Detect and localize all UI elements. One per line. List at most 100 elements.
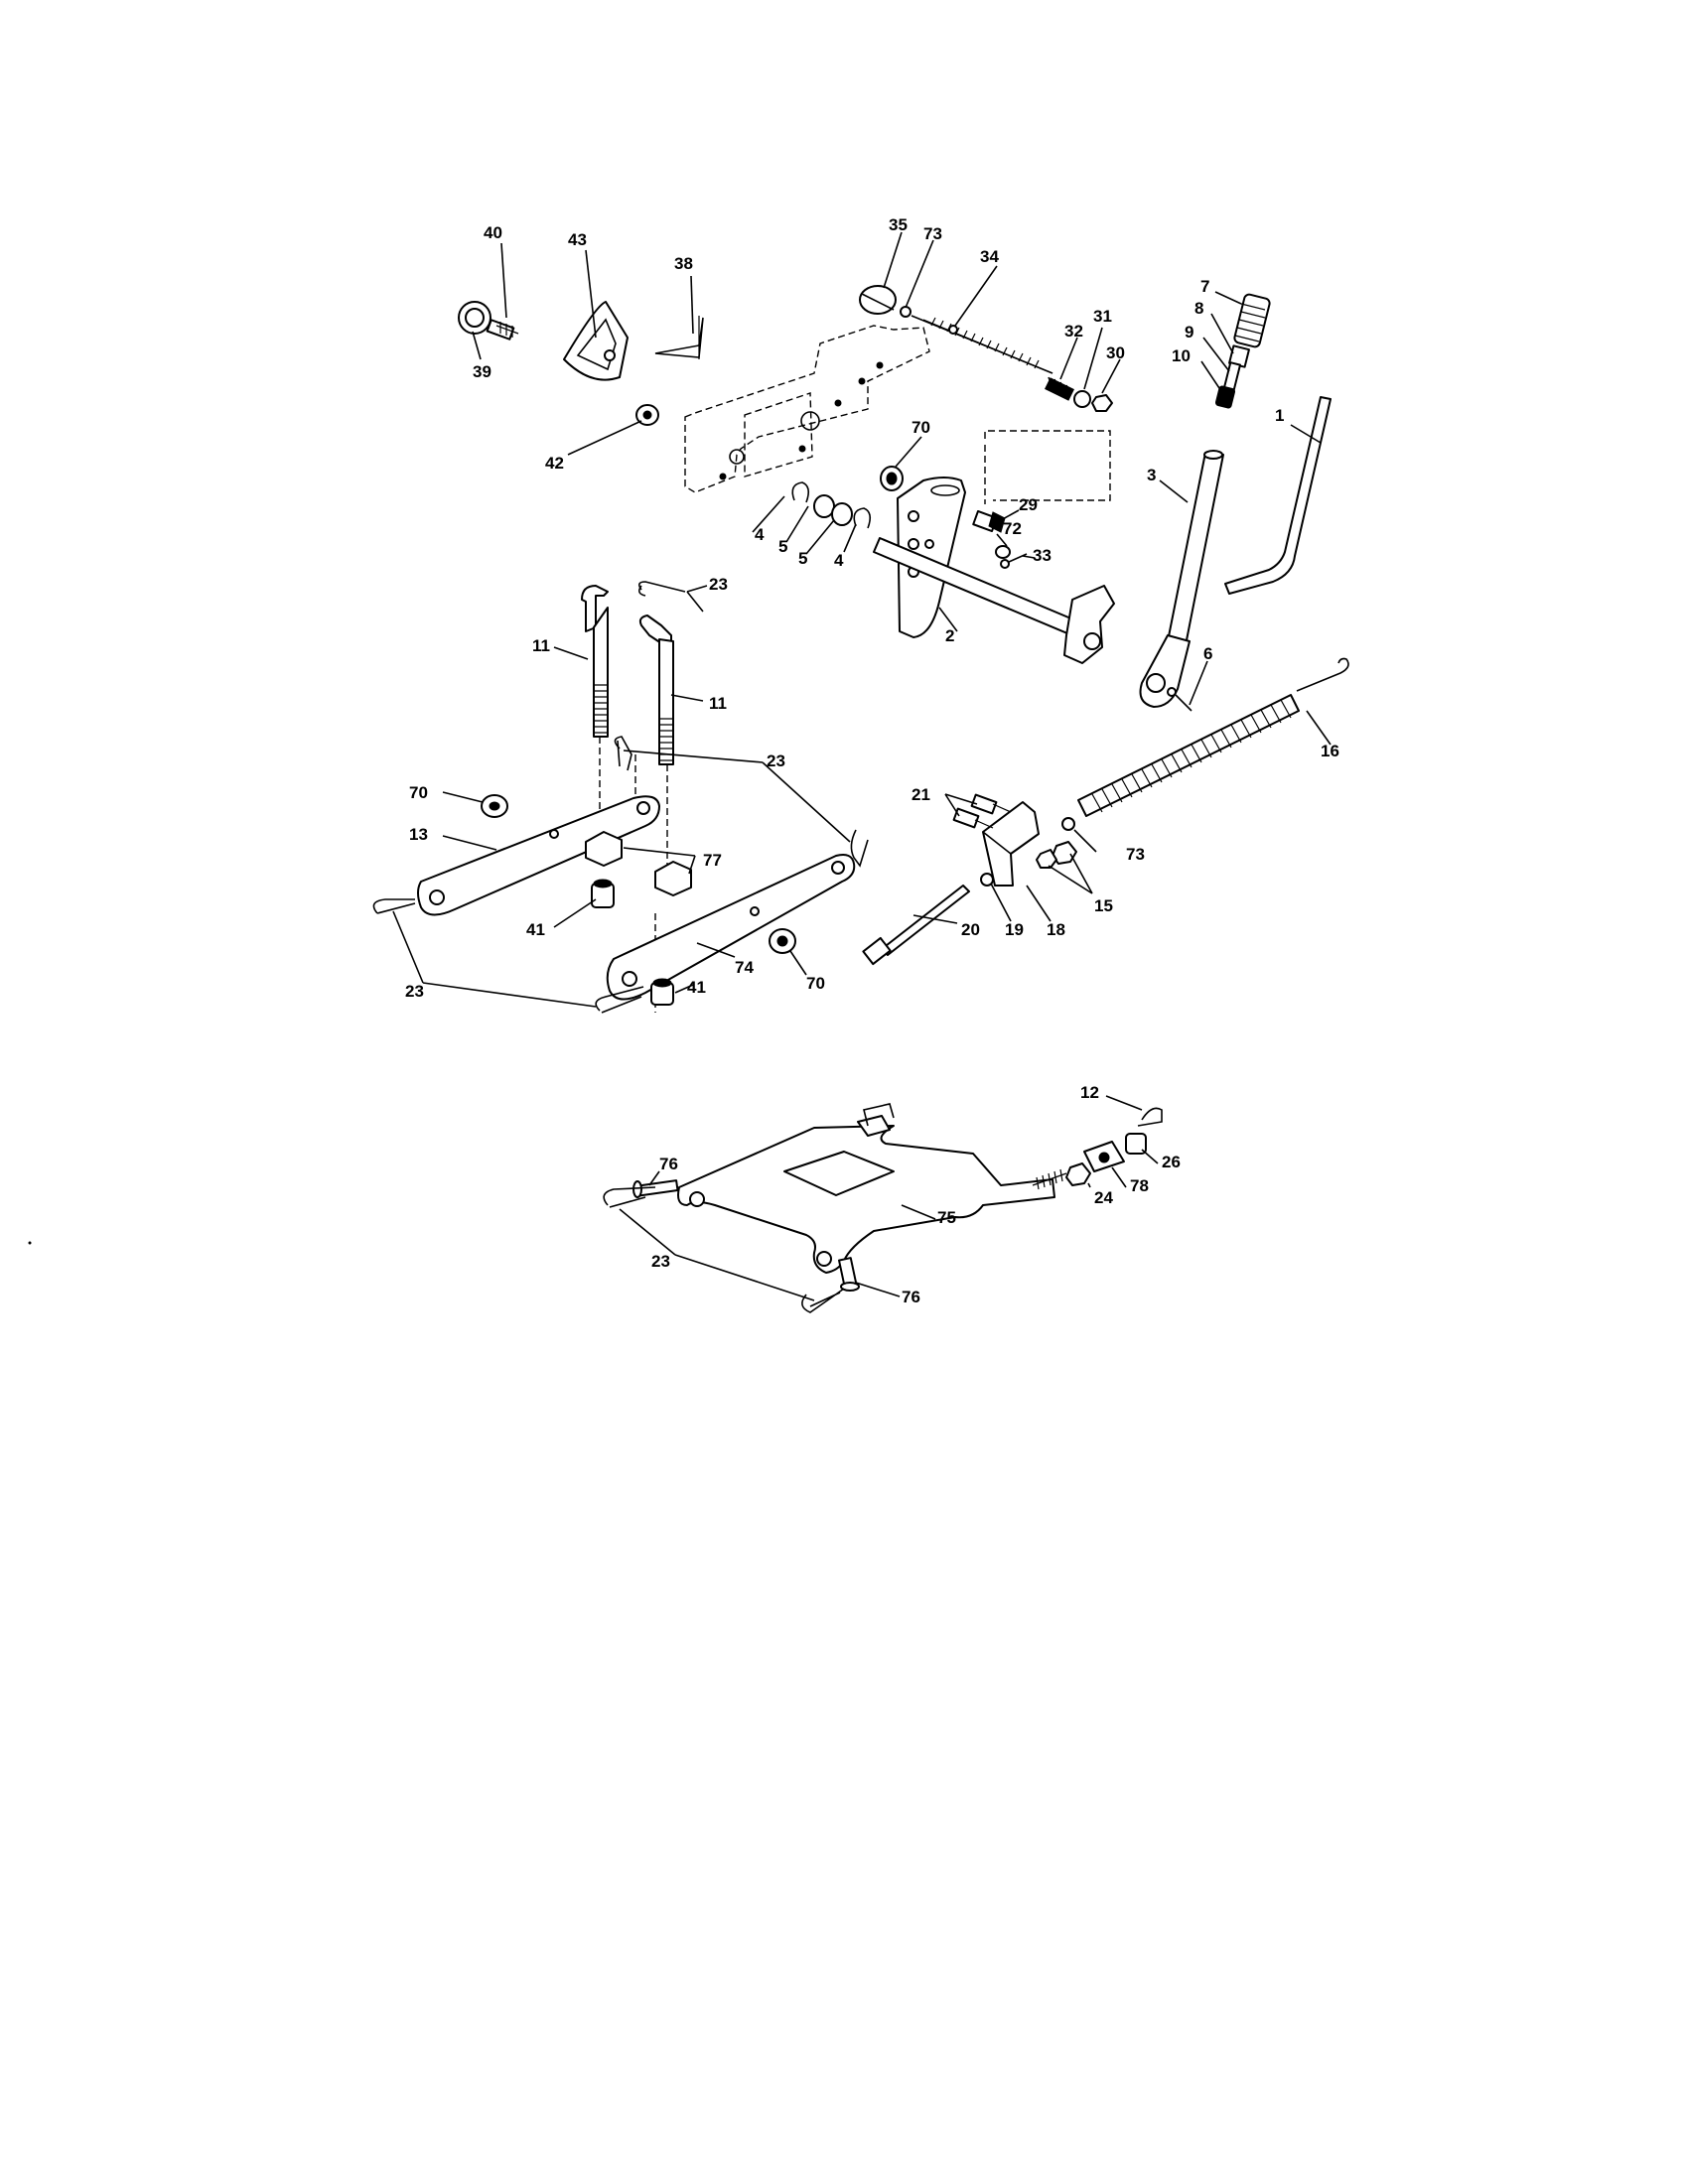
callout-77: 77 (703, 851, 722, 870)
callout-70-left: 70 (409, 783, 428, 802)
callout-15: 15 (1094, 896, 1113, 915)
part-pin-23-lower-right (801, 1288, 845, 1313)
margin-dot (28, 1241, 32, 1245)
callout-31: 31 (1093, 307, 1112, 326)
part-ferrule-26 (1125, 1133, 1147, 1155)
part-pin-23-top (637, 581, 686, 597)
callout-40: 40 (484, 223, 502, 242)
part-jbolt-11-left (581, 585, 609, 738)
callout-20: 20 (961, 920, 980, 939)
part-pin-23-mid (614, 736, 632, 771)
callout-39: 39 (473, 362, 491, 381)
part-pin-23-lower-left (603, 1186, 656, 1208)
callout-8: 8 (1194, 299, 1203, 318)
part-jbolt-11-right (638, 614, 674, 765)
part-block-78 (1083, 1141, 1125, 1172)
callout-41-b: 41 (687, 978, 706, 997)
callout-9: 9 (1185, 323, 1193, 341)
callout-7: 7 (1200, 277, 1209, 296)
part-washer-73-top (900, 306, 912, 318)
part-nuts-15 (1036, 841, 1077, 869)
callout-73-top: 73 (923, 224, 942, 243)
part-washer-73-spring (1061, 817, 1075, 831)
part-pin-6 (1167, 687, 1193, 712)
callout-70-upper: 70 (912, 418, 930, 437)
callout-23-a: 23 (709, 575, 728, 594)
part-screw-40 (495, 322, 519, 338)
part-quadrant-43 (563, 301, 629, 381)
part-ferrule-41-lower (650, 978, 674, 1006)
callout-21: 21 (912, 785, 930, 804)
part-lever-3 (1139, 450, 1224, 708)
part-pin-23-bottom (595, 986, 644, 1014)
callout-23-c: 23 (405, 982, 424, 1001)
callout-4-a: 4 (755, 525, 765, 544)
part-screw-33 (1000, 553, 1028, 569)
part-washer-31 (1073, 390, 1091, 408)
callout-11-a: 11 (532, 636, 550, 655)
callout-35: 35 (889, 215, 908, 234)
part-pin-76-left (632, 1179, 679, 1198)
part-washer-70-upper (880, 466, 904, 491)
part-link-74 (606, 854, 856, 1001)
callout-26: 26 (1162, 1153, 1181, 1171)
callout-74: 74 (735, 958, 754, 977)
callout-43: 43 (568, 230, 587, 249)
part-washer-42 (635, 404, 659, 426)
part-pin-76-right (838, 1257, 860, 1292)
callout-18: 18 (1047, 920, 1065, 939)
part-rings-4-5 (791, 481, 872, 529)
part-bolts-21 (952, 793, 1012, 829)
part-thread-75 (1032, 1168, 1067, 1190)
callout-16: 16 (1321, 742, 1339, 760)
part-washer-72 (995, 545, 1011, 559)
callout-33: 33 (1033, 546, 1052, 565)
part-link-13 (417, 795, 660, 916)
callout-34: 34 (980, 247, 999, 266)
callout-1: 1 (1275, 406, 1284, 425)
part-pin-23-right (850, 829, 869, 868)
callout-30: 30 (1106, 343, 1125, 362)
callout-3: 3 (1147, 466, 1156, 484)
callout-76-a: 76 (659, 1155, 678, 1173)
callout-42: 42 (545, 454, 564, 473)
part-frame-75 (677, 1103, 1055, 1274)
part-knob-35 (859, 285, 897, 315)
callout-73-spring: 73 (1126, 845, 1145, 864)
callout-76-b: 76 (902, 1288, 920, 1306)
part-nut-30 (1091, 394, 1113, 412)
part-shaft-2 (873, 477, 1115, 664)
part-washer-70-right (769, 928, 796, 954)
callout-23-d: 23 (651, 1252, 670, 1271)
part-ferrule-41-upper (591, 879, 615, 908)
callout-32: 32 (1064, 322, 1083, 341)
callout-23-b: 23 (767, 751, 785, 770)
part-spring-32 (1045, 376, 1074, 401)
callout-78: 78 (1130, 1176, 1149, 1195)
callout-6: 6 (1203, 644, 1212, 663)
part-bolt-20 (862, 885, 970, 966)
callout-12: 12 (1080, 1083, 1099, 1102)
callout-24: 24 (1094, 1188, 1113, 1207)
leader-lines (392, 231, 1332, 1301)
part-nut-24 (1065, 1162, 1091, 1186)
callout-75: 75 (937, 1208, 956, 1227)
part-spring-16 (1077, 657, 1349, 817)
frame-bracket-dashed (684, 325, 930, 493)
callout-2: 2 (945, 626, 954, 645)
callout-41-a: 41 (526, 920, 545, 939)
part-washer-70-left (481, 794, 508, 818)
part-pin-23-left (372, 898, 416, 914)
callout-labels: 40 43 38 39 42 35 73 34 7 8 9 10 32 31 3… (405, 215, 1339, 1306)
callout-19: 19 (1005, 920, 1024, 939)
part-grip-7 (1233, 293, 1271, 348)
part-pin-12 (1137, 1107, 1163, 1127)
part-clip-38 (654, 316, 704, 359)
callout-4-b: 4 (834, 551, 844, 570)
callout-10: 10 (1172, 346, 1191, 365)
callout-11-b: 11 (709, 694, 727, 713)
part-washer-19 (980, 873, 994, 887)
callout-29: 29 (1019, 495, 1038, 514)
callout-13: 13 (409, 825, 428, 844)
